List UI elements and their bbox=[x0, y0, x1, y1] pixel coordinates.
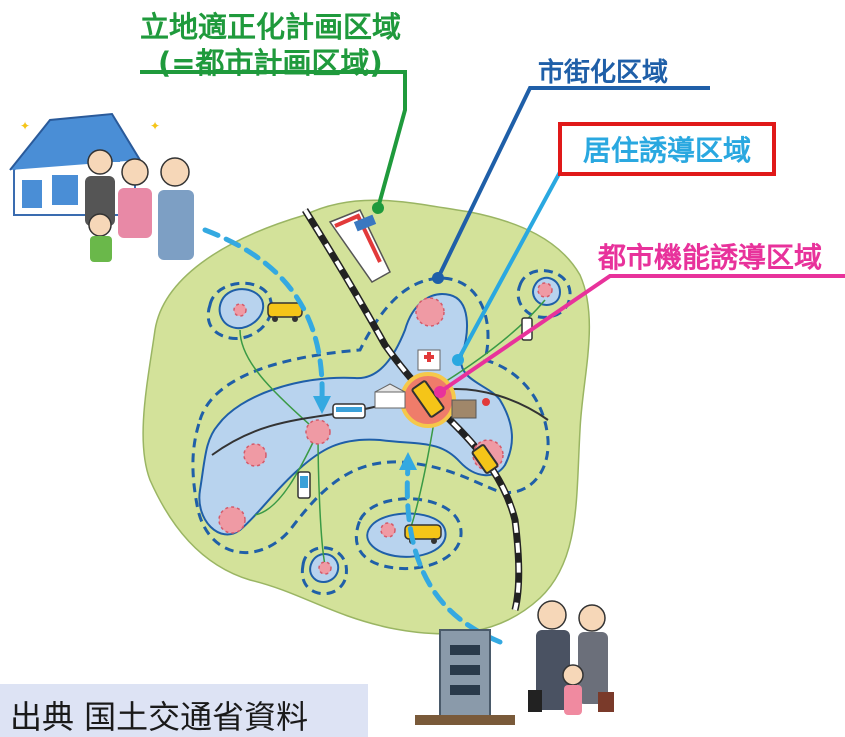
railway bbox=[302, 208, 523, 611]
family-house-illustration: ✦ ✦ bbox=[9, 112, 194, 262]
arrow-head bbox=[399, 452, 417, 470]
shop-icon bbox=[374, 383, 406, 409]
building-icon bbox=[451, 399, 477, 419]
hub-circle bbox=[243, 443, 267, 467]
train-icon bbox=[471, 444, 499, 474]
hub-circle bbox=[233, 303, 247, 317]
source-credit: 出典 国土交通省資料 bbox=[0, 684, 368, 737]
urbanization-leader bbox=[436, 86, 710, 279]
urbanization-area-label: 市街化区域 bbox=[538, 58, 669, 88]
arrow-head bbox=[313, 396, 331, 414]
bus-icon bbox=[332, 403, 366, 419]
bus-icon bbox=[297, 471, 311, 499]
hospital-icon bbox=[417, 349, 441, 371]
movement-arrows bbox=[202, 227, 503, 645]
plan-area-leader bbox=[140, 70, 407, 209]
urban-function-induction-area-label: 都市機能誘導区域 bbox=[598, 241, 823, 274]
plan-area-label: 立地適正化計画区域 bbox=[140, 10, 402, 44]
urban-function-leader-dot bbox=[434, 386, 446, 398]
plan-area-leader-dot bbox=[372, 202, 384, 214]
residence-leader-dot bbox=[452, 354, 464, 366]
hub-circle bbox=[415, 297, 445, 327]
office-family-illustration bbox=[415, 600, 614, 725]
hub-circle bbox=[380, 522, 396, 538]
urban-function-leader bbox=[438, 274, 845, 394]
hub-circle bbox=[305, 419, 331, 445]
plan-area-sublabel: (=都市計画区域) bbox=[158, 46, 383, 80]
urbanization-leader-dot bbox=[432, 272, 444, 284]
hub-circle bbox=[218, 506, 246, 534]
station-marker bbox=[482, 398, 490, 406]
hub-circle bbox=[537, 282, 553, 298]
hub-circle bbox=[318, 561, 332, 575]
residence-induction-area-label: 居住誘導区域 bbox=[558, 122, 776, 176]
svg-text:✦: ✦ bbox=[150, 119, 160, 133]
svg-text:✦: ✦ bbox=[20, 119, 30, 133]
train-top-icon bbox=[328, 209, 391, 283]
